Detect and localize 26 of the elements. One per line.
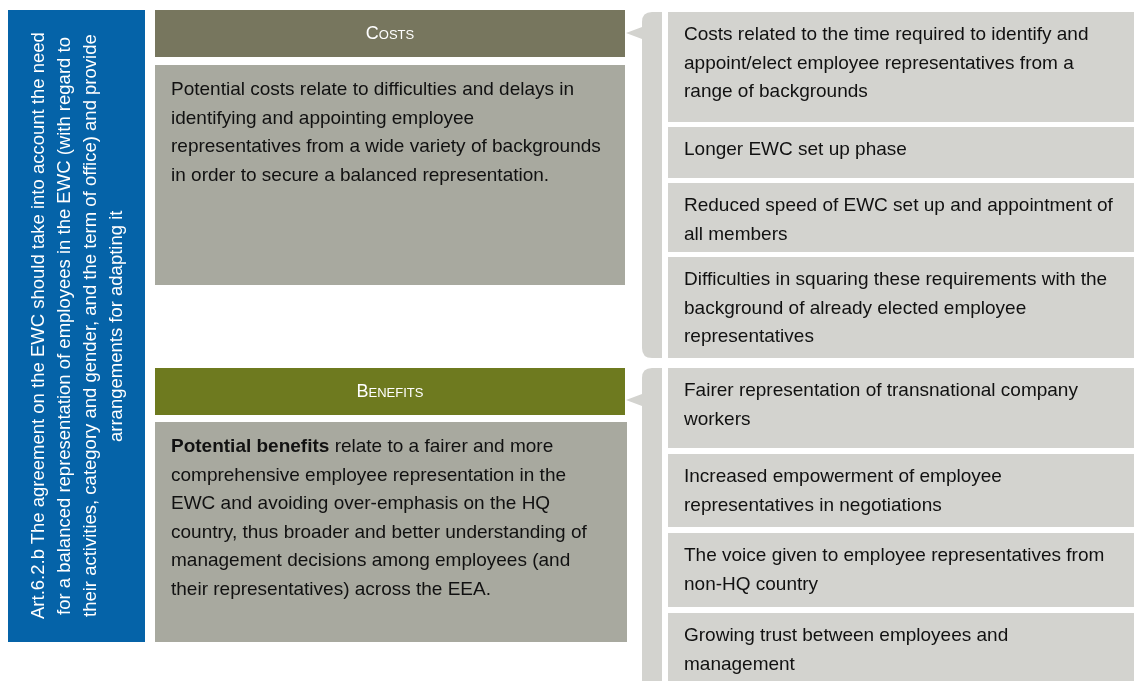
item-text: Growing trust between employees and management xyxy=(684,623,1010,676)
summary-text: Potential costs relate to difficulties and delays in identifying and appointing employee representatives from a wide variety of backgrounds in order to secure a balanced representation. xyxy=(171,77,602,187)
article-panel xyxy=(8,10,145,642)
summary-text: Potential benefits relate to a fairer and more comprehensive employee representation in the EWC and avoiding over-emphasis on the HQ country, thus broader and better understanding of management decisions among employees (and their representatives) across the EEA. xyxy=(171,434,588,601)
summary-box xyxy=(155,422,627,642)
item-box xyxy=(668,454,1134,527)
article-text: Art.6.2.b The agreement on the EWC should take into account the need for a balanced representation of employees in the EWC (with regard to their activities, category and gender, and the term of office) and provide arrangements for adapting it xyxy=(25,31,127,622)
item-box xyxy=(668,613,1134,681)
item-box xyxy=(668,533,1134,607)
item-text: Costs related to the time required to identify and appoint/elect employee representatives from a range of backgrounds xyxy=(684,22,1090,103)
section-heading: Benefits xyxy=(356,380,424,403)
item-box xyxy=(668,368,1134,448)
item-text: Difficulties in squaring these requirements with the background of already elected employee representatives xyxy=(684,267,1109,348)
item-box xyxy=(668,12,1134,122)
item-text: Longer EWC set up phase xyxy=(684,137,907,161)
header-bar xyxy=(155,368,625,415)
item-text: The voice given to employee representatives from non-HQ country xyxy=(684,543,1106,596)
item-text: Fairer representation of transnational company workers xyxy=(684,378,1079,431)
summary-box xyxy=(155,65,625,285)
item-text: Increased empowerment of employee representatives in negotiations xyxy=(684,464,1003,517)
section-heading: Costs xyxy=(365,22,415,45)
item-box xyxy=(668,183,1134,252)
item-box xyxy=(668,127,1134,178)
header-bar xyxy=(155,10,625,57)
item-box xyxy=(668,257,1134,358)
item-text: Reduced speed of EWC set up and appointment of all members xyxy=(684,193,1114,246)
